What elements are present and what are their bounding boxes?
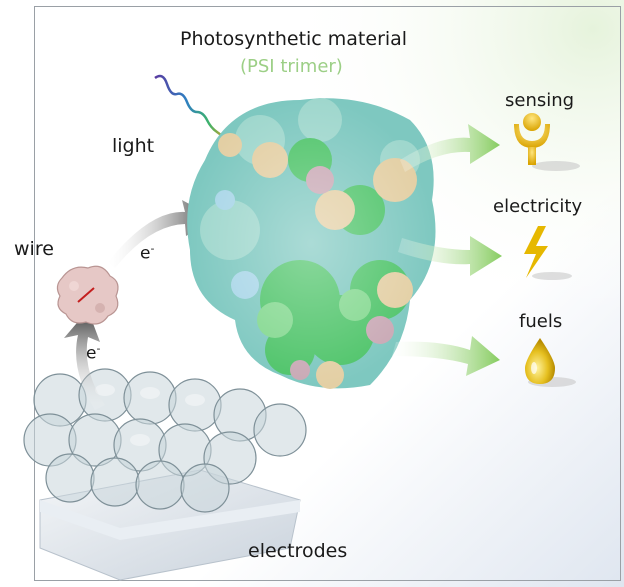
electron-arrow-up bbox=[64, 310, 105, 410]
fuel-drop-icon bbox=[525, 338, 576, 387]
figure-subtitle: (PSI trimer) bbox=[240, 56, 343, 77]
figure-title: Photosynthetic material bbox=[180, 28, 408, 50]
output-label-fuels: fuels bbox=[519, 311, 563, 332]
output-arrow-fuels bbox=[392, 336, 500, 376]
wire-label: wire bbox=[14, 238, 54, 260]
psi-trimer-protein bbox=[187, 98, 436, 389]
electron-label-top: e- bbox=[140, 242, 155, 264]
sensing-icon bbox=[514, 113, 580, 171]
wire-protein bbox=[56, 265, 119, 325]
output-label-electricity: electricity bbox=[493, 196, 583, 217]
light-label: light bbox=[112, 135, 155, 157]
output-arrow-sensing bbox=[400, 124, 500, 172]
output-arrow-electricity bbox=[398, 236, 502, 276]
output-label-sensing: sensing bbox=[505, 90, 575, 111]
lightning-bolt-icon bbox=[524, 226, 572, 280]
electrodes-label: electrodes bbox=[248, 540, 348, 562]
frame-border bbox=[34, 6, 621, 581]
electron-label-bottom: e- bbox=[86, 342, 101, 364]
